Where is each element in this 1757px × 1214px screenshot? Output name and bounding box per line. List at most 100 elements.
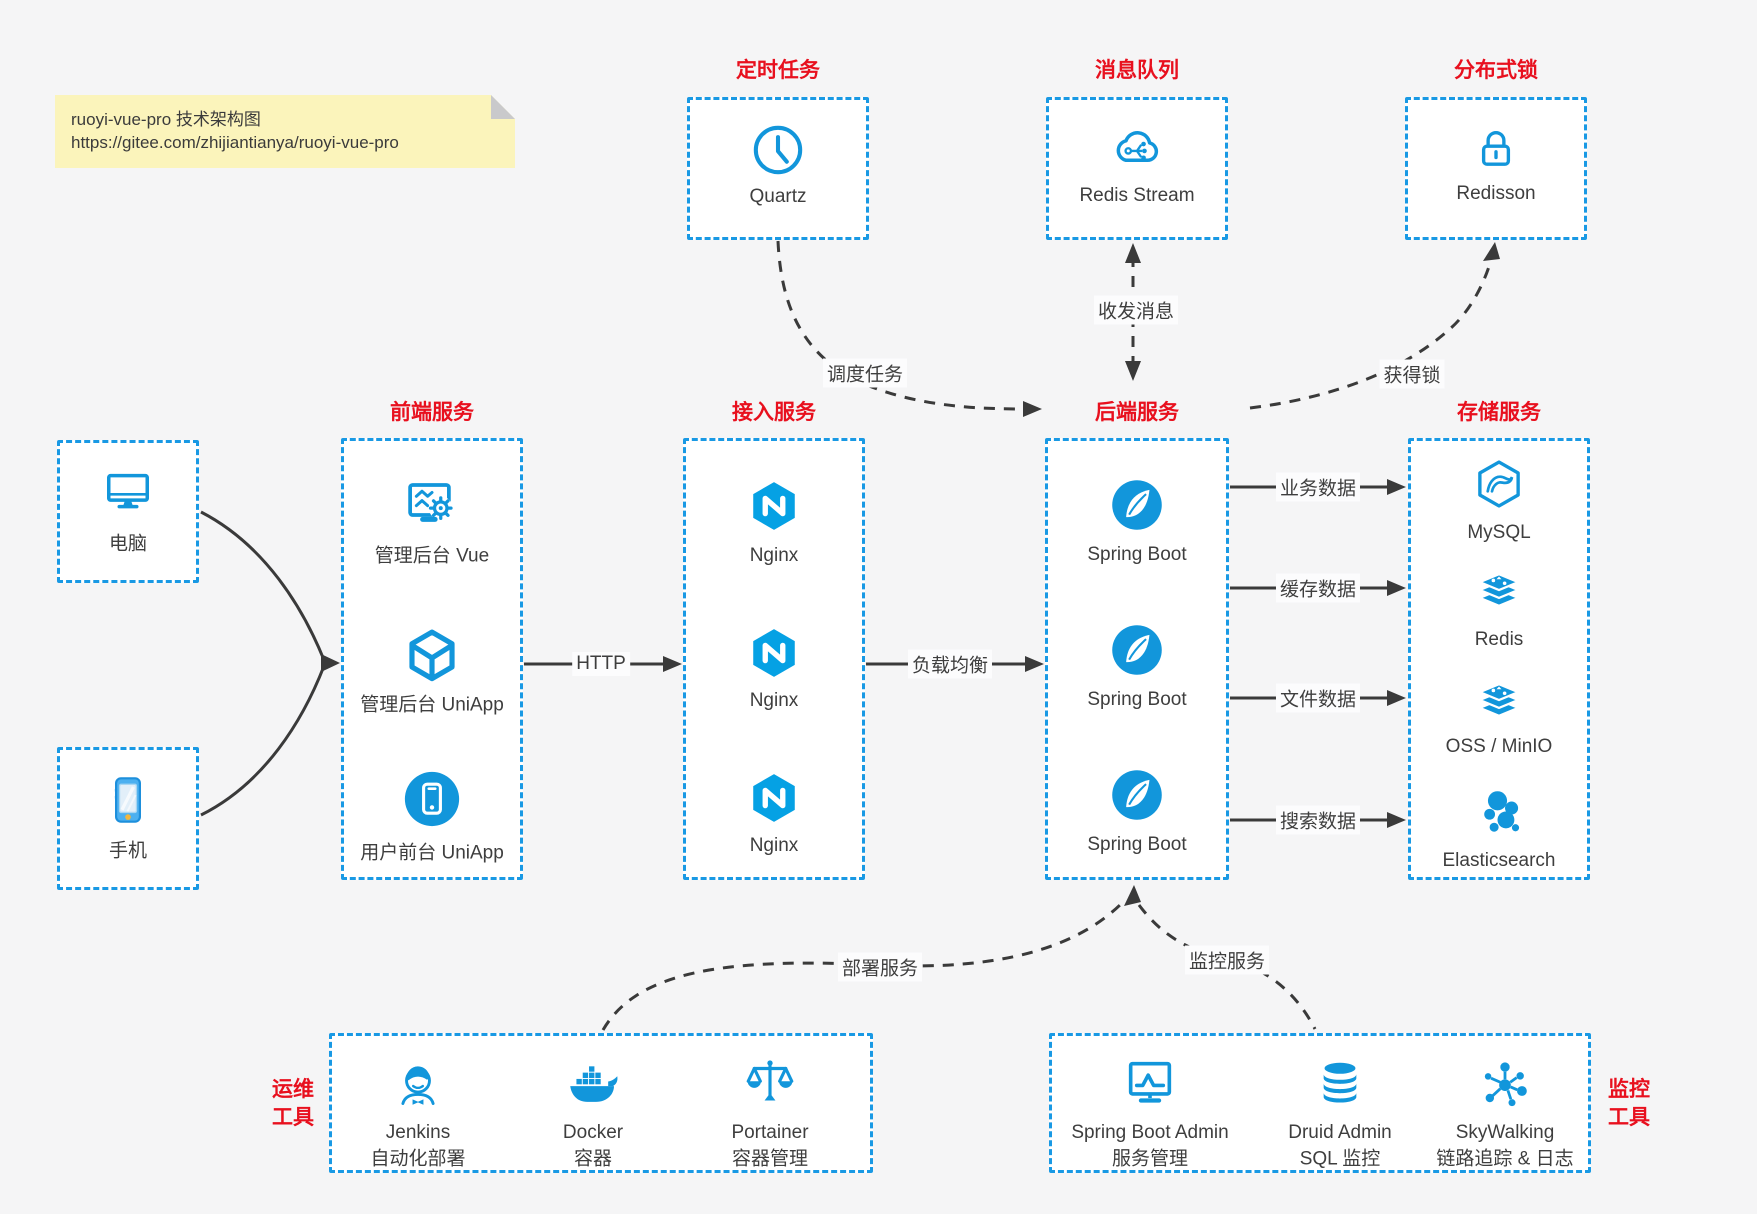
- jenkins-icon: [401, 1066, 435, 1105]
- mysql-icon: [1478, 460, 1520, 508]
- edge-pc-to-frontend: [200, 510, 326, 661]
- elasticsearch-icon: [1484, 791, 1520, 832]
- node-label-admin-uniapp: 管理后台 UniApp: [360, 694, 504, 716]
- group-title-message-queue: 消息队列: [1095, 59, 1179, 82]
- node-label-sba: Spring Boot Admin: [1071, 1122, 1229, 1143]
- node-nginx2-icon-wrap: [746, 625, 802, 681]
- node-sublabel-druid: SQL 监控: [1299, 1148, 1381, 1170]
- node-label-skywalking: SkyWalking: [1455, 1122, 1555, 1143]
- node-label-mobile: 手机: [108, 840, 148, 862]
- nginx-icon: [753, 774, 795, 822]
- arrowhead-business: [1387, 479, 1406, 495]
- group-title-gateway: 接入服务: [732, 401, 816, 424]
- node-redis-icon-wrap: [1472, 563, 1526, 617]
- node-elasticsearch-icon-wrap: [1475, 785, 1529, 839]
- node-label-redis-stream: Redis Stream: [1079, 185, 1195, 206]
- node-label-redisson: Redisson: [1456, 183, 1536, 204]
- uniapp-cube-icon: [409, 629, 455, 682]
- edge-label-load-balance: 负载均衡: [907, 649, 993, 679]
- node-admin-vue-icon-wrap: [401, 475, 463, 535]
- nginx-icon: [753, 629, 795, 677]
- node-label-nginx1: Nginx: [749, 545, 799, 566]
- spring-boot-icon: [1112, 625, 1162, 675]
- spring-boot-admin-icon: [1128, 1061, 1172, 1103]
- edge-label-http: HTTP: [572, 652, 630, 676]
- sticky-note: ruoyi-vue-pro 技术架构图 https://gitee.com/zh…: [55, 95, 515, 168]
- smartphone-icon: [114, 777, 141, 823]
- group-title-storage: 存储服务: [1457, 401, 1541, 424]
- arrowhead-cache: [1387, 580, 1406, 596]
- group-box-distributed-lock: [1405, 97, 1587, 240]
- node-label-portainer: Portainer: [731, 1122, 809, 1143]
- node-spring2-icon-wrap: [1108, 621, 1166, 679]
- node-jenkins-icon-wrap: [389, 1054, 447, 1112]
- edge-label-cache-data: 缓存数据: [1275, 573, 1361, 603]
- node-label-spring3: Spring Boot: [1087, 834, 1187, 855]
- node-label-nginx2: Nginx: [749, 690, 799, 711]
- edge-schedule-task: [776, 240, 1025, 411]
- node-nginx1-icon-wrap: [746, 478, 802, 534]
- group-box-scheduled-task: [687, 97, 869, 240]
- client-box-mobile: [57, 747, 199, 890]
- node-sublabel-docker: 容器: [573, 1148, 613, 1170]
- arrowhead-frontend: [321, 654, 340, 672]
- node-label-quartz: Quartz: [749, 186, 807, 207]
- redis-icon: [1476, 573, 1522, 607]
- node-pc-icon-wrap: [100, 464, 156, 520]
- arrowhead-http: [663, 656, 682, 672]
- node-label-docker: Docker: [562, 1122, 624, 1143]
- node-mobile-icon-wrap: [102, 770, 154, 830]
- group-title-scheduled-task: 定时任务: [736, 59, 820, 82]
- node-label-elasticsearch: Elasticsearch: [1442, 850, 1556, 871]
- node-label-oss: OSS / MinIO: [1445, 736, 1553, 757]
- group-title-monitoring-tools: 监控 工具: [1608, 1078, 1650, 1129]
- arrowhead-backend-bottom: [1124, 885, 1141, 906]
- edge-acquire-lock: [1249, 259, 1493, 410]
- edge-deploy: [601, 899, 1126, 1031]
- node-admin-uniapp-icon-wrap: [401, 625, 463, 687]
- node-mysql-icon-wrap: [1472, 457, 1526, 511]
- node-sublabel-jenkins: 自动化部署: [370, 1148, 466, 1170]
- note-url: https://gitee.com/zhijiantianya/ruoyi-vu…: [71, 133, 399, 152]
- lock-icon: [1481, 131, 1511, 166]
- clock-icon: [753, 125, 803, 175]
- node-docker-icon-wrap: [563, 1057, 623, 1113]
- node-druid-icon-wrap: [1312, 1056, 1368, 1112]
- edge-label-monitor: 监控服务: [1184, 945, 1270, 975]
- node-nginx3-icon-wrap: [746, 770, 802, 826]
- node-portainer-icon-wrap: [741, 1054, 799, 1112]
- group-box-monitoring-tools: [1049, 1033, 1591, 1173]
- edge-label-deploy: 部署服务: [837, 952, 923, 982]
- client-box-pc: [57, 440, 199, 583]
- desktop-icon: [107, 473, 149, 509]
- node-label-redis: Redis: [1474, 629, 1524, 650]
- node-label-druid: Druid Admin: [1288, 1122, 1392, 1143]
- node-label-nginx3: Nginx: [749, 835, 799, 856]
- node-spring3-icon-wrap: [1108, 766, 1166, 824]
- oss-icon: [1476, 683, 1522, 717]
- arrowhead-search: [1387, 812, 1406, 828]
- node-redis-stream-icon-wrap: [1107, 120, 1167, 176]
- edge-label-file-data: 文件数据: [1275, 683, 1361, 713]
- node-oss-icon-wrap: [1472, 673, 1526, 727]
- arrowhead-messages-down: [1125, 361, 1141, 381]
- message-cloud-icon: [1116, 131, 1159, 163]
- group-title-frontend: 前端服务: [390, 401, 474, 424]
- arrowhead-schedule: [1023, 401, 1042, 417]
- edge-mobile-to-frontend: [200, 665, 326, 817]
- node-label-pc: 电脑: [108, 533, 148, 555]
- node-label-user-uniapp: 用户前台 UniApp: [360, 842, 504, 864]
- node-label-admin-vue: 管理后台 Vue: [374, 545, 490, 567]
- node-label-mysql: MySQL: [1467, 522, 1531, 543]
- edge-label-acquire-lock: 获得锁: [1379, 359, 1445, 389]
- group-title-distributed-lock: 分布式锁: [1454, 59, 1538, 82]
- arrowhead-messages-up: [1125, 243, 1141, 263]
- node-label-spring2: Spring Boot: [1087, 689, 1187, 710]
- spring-boot-icon: [1112, 480, 1162, 530]
- node-sublabel-sba: 服务管理: [1111, 1148, 1189, 1170]
- arrowhead-file: [1387, 690, 1406, 706]
- edge-label-schedule: 调度任务: [822, 358, 908, 388]
- node-redisson-icon-wrap: [1469, 122, 1523, 176]
- skywalking-icon: [1484, 1062, 1527, 1107]
